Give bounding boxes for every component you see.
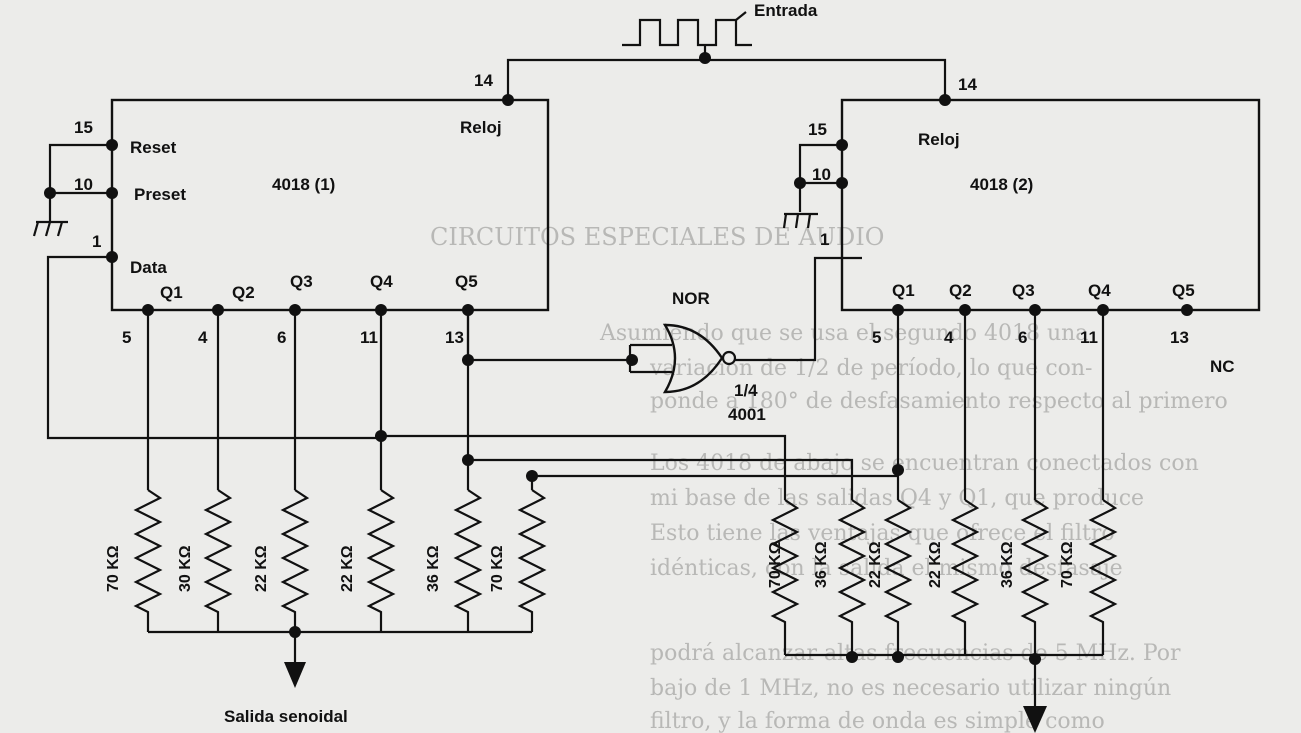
chip1-q5-pin: 13 <box>445 328 464 347</box>
input-clock-signal: Entrada <box>622 1 818 47</box>
chip2-name: 4018 (2) <box>970 175 1033 194</box>
bg-heading: CIRCUITOS ESPECIALES DE AUDIO <box>430 223 884 251</box>
chip2-ground-network <box>782 143 842 229</box>
chip2-q4-pin: 11 <box>1080 328 1098 347</box>
resistor-1-1 <box>133 489 163 632</box>
resistor-2-1-value: 70 KΩ <box>767 541 784 588</box>
ground-icon <box>32 220 68 237</box>
chip1-clock-pin <box>502 94 514 106</box>
resistor-1-3-value: 22 KΩ <box>253 545 270 592</box>
chip1-q4-label: Q4 <box>370 272 393 291</box>
input-label: Entrada <box>754 1 818 20</box>
chip2-q5-label: Q5 <box>1172 281 1195 300</box>
chip2-clock-label: Reloj <box>918 130 960 149</box>
resistor-1-3 <box>280 489 310 632</box>
resistor-1-6 <box>517 489 547 632</box>
nor-output-bubble <box>721 350 737 366</box>
chip1-q3-pin: 6 <box>277 328 286 347</box>
chip2-data-pin-number: 1 <box>820 230 829 249</box>
chip1-name: 4018 (1) <box>272 175 335 194</box>
resistor-1-2 <box>203 489 233 632</box>
chip1-preset-label: Preset <box>134 185 186 204</box>
chip1-reset-pin-number: 15 <box>74 118 93 137</box>
chip2-q3-label: Q3 <box>1012 281 1035 300</box>
chip1-preset-pin-number: 10 <box>74 175 93 194</box>
resistor-2-5-value: 36 KΩ <box>999 541 1016 588</box>
chip2-q4-label: Q4 <box>1088 281 1111 300</box>
resistor-bank-1: 70 KΩ 30 KΩ 22 KΩ 22 KΩ 36 KΩ 70 KΩ <box>105 489 547 638</box>
bg-line: ponde a 180° de desfasamiento respecto a… <box>650 389 1228 414</box>
chip2-q2-label: Q2 <box>949 281 972 300</box>
output-arrow-2 <box>1023 659 1047 733</box>
chip2-q5-pin: 13 <box>1170 328 1189 347</box>
chip1-data-feedback-wire <box>46 255 385 440</box>
chip1-reset-label: Reset <box>130 138 177 157</box>
down-arrow-icon <box>1023 706 1047 733</box>
ground-icon <box>782 212 818 229</box>
chip1-q1-pin: 5 <box>122 328 131 347</box>
chip2-clock-pin-number: 14 <box>958 75 977 94</box>
chip2-q1-label: Q1 <box>892 281 915 300</box>
chip1-ground-network <box>32 143 112 237</box>
bg-line: Esto tiene las ventajas que ofrece el fi… <box>650 521 1115 546</box>
resistor-2-3 <box>883 499 913 655</box>
resistor-2-6 <box>1088 499 1118 655</box>
chip1-q2-pin: 4 <box>198 328 208 347</box>
resistor-2-3-value: 22 KΩ <box>867 541 884 588</box>
chip-4018-1: 4018 (1) 14 Reloj 15 Reset 10 Preset 1 D… <box>74 71 550 347</box>
chip2-q3-pin: 6 <box>1018 328 1027 347</box>
chip2-reset-pin-number: 15 <box>808 120 827 139</box>
resistor-1-5 <box>453 489 483 632</box>
resistor-1-1-value: 70 KΩ <box>105 545 122 592</box>
output-label: Salida senoidal <box>224 707 348 726</box>
resistor-2-4-value: 22 KΩ <box>927 541 944 588</box>
chip2-q2-pin: 4 <box>944 328 954 347</box>
chip1-clock-label: Reloj <box>460 118 502 137</box>
gate-part: 4001 <box>728 405 766 424</box>
resistor-1-2-value: 30 KΩ <box>177 545 194 592</box>
chip1-q3-label: Q3 <box>290 272 313 291</box>
chip1-q5-label: Q5 <box>455 272 478 291</box>
chip1-q2-label: Q2 <box>232 283 255 302</box>
chip2-q1-pin: 5 <box>872 328 881 347</box>
nor-gate: NOR 1/4 4001 <box>626 256 842 424</box>
resistor-2-5 <box>1020 499 1050 655</box>
bg-line: Asumiendo que se usa el segundo 4018 una <box>599 321 1088 346</box>
bg-line: Los 4018 de abajo se encuentran conectad… <box>650 451 1199 476</box>
chip2-nc-label: NC <box>1210 357 1235 376</box>
output-arrow-1: Salida senoidal <box>224 632 348 726</box>
resistor-bank-2: 70 KΩ 36 KΩ 22 KΩ 22 KΩ 36 KΩ 70 KΩ <box>767 499 1118 665</box>
resistor-2-4 <box>950 499 980 655</box>
resistor-1-4 <box>366 489 396 632</box>
resistor-2-6-value: 70 KΩ <box>1059 541 1076 588</box>
chip1-data-pin-number: 1 <box>92 232 101 251</box>
chip1-data-label: Data <box>130 258 167 277</box>
chip1-clock-pin-number: 14 <box>474 71 493 90</box>
chip2-clock-pin <box>939 94 951 106</box>
resistor-2-1 <box>770 499 800 655</box>
resistor-1-4-value: 22 KΩ <box>339 545 356 592</box>
chip1-q4-pin: 11 <box>360 328 378 347</box>
chip2-output-wires <box>896 310 1105 500</box>
down-arrow-icon <box>284 662 306 688</box>
bg-line: bajo de 1 MHz, no es necesario utilizar … <box>650 676 1171 701</box>
chip1-q1-label: Q1 <box>160 283 183 302</box>
resistor-2-2 <box>837 499 867 655</box>
background-bleed-text: CIRCUITOS ESPECIALES DE AUDIO Asumiendo … <box>430 223 1228 733</box>
gate-fraction: 1/4 <box>734 381 758 400</box>
resistor-1-6-value: 70 KΩ <box>489 545 506 592</box>
chip2-preset-pin-number: 10 <box>812 165 831 184</box>
resistor-1-5-value: 36 KΩ <box>425 545 442 592</box>
chip2-q5-pin-dot <box>1181 304 1193 316</box>
bg-line: podrá alcanzar altas frecuencias de 5 MH… <box>650 641 1181 666</box>
clock-bus-wire <box>506 58 947 100</box>
cross-coupling-wires <box>381 434 904 500</box>
nor-gate-label: NOR <box>672 289 710 308</box>
clock-junction <box>699 52 711 64</box>
resistor-2-2-value: 36 KΩ <box>813 541 830 588</box>
